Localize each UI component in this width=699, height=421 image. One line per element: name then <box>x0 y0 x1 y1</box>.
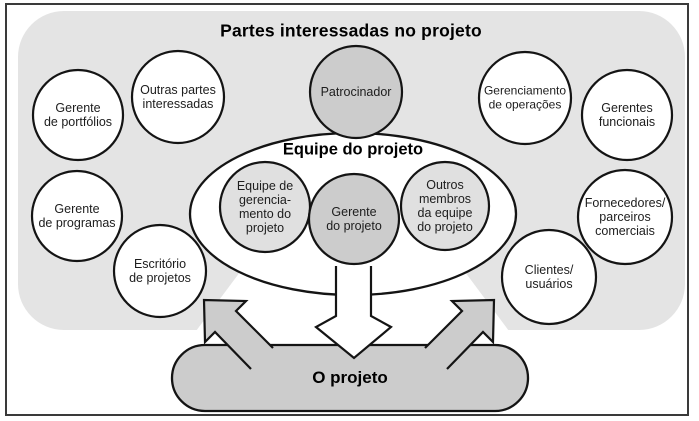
circle-gerentes-funcionais <box>580 68 674 162</box>
circle-outros-membros <box>399 160 491 252</box>
diagram-title: Partes interessadas no projeto <box>220 20 482 41</box>
circle-outras-partes <box>130 49 226 145</box>
circle-gerente-portfolios <box>31 68 125 162</box>
circle-patrocinador <box>308 44 404 140</box>
circle-gerente-programas <box>30 169 124 263</box>
circle-gerenciamento-operacoes <box>477 50 573 146</box>
circle-clientes <box>500 228 598 326</box>
team-title: Equipe do projeto <box>282 140 424 159</box>
circle-fornecedores <box>576 168 674 266</box>
circle-gerente-projeto <box>307 172 401 266</box>
down-arrow <box>314 266 393 360</box>
label-equipe-gerenciamento: Equipe de gerencia- mento do projeto <box>236 178 294 236</box>
project-label: O projeto <box>312 368 388 387</box>
right-arrow <box>424 298 496 370</box>
label-gerente-programas: Gerente de programas <box>38 201 116 230</box>
label-escritorio-projetos: Escritório de projetos <box>129 256 191 285</box>
label-gerente-portfolios: Gerente de portfólios <box>43 100 113 129</box>
label-gerentes-funcionais: Gerentes funcionais <box>598 100 656 129</box>
circle-escritorio-projetos <box>112 223 208 319</box>
label-fornecedores: Fornecedores/ parceiros comerciais <box>584 195 666 239</box>
left-arrow <box>202 298 274 370</box>
label-clientes: Clientes/ usuários <box>524 262 574 291</box>
label-gerenciamento-operacoes: Gerenciamento de operações <box>483 83 567 111</box>
label-outros-membros: Outros membros da equipe do projeto <box>417 177 473 235</box>
label-outras-partes: Outras partes interessadas <box>140 82 216 111</box>
label-gerente-projeto: Gerente do projeto <box>326 204 382 233</box>
label-patrocinador: Patrocinador <box>320 84 392 99</box>
